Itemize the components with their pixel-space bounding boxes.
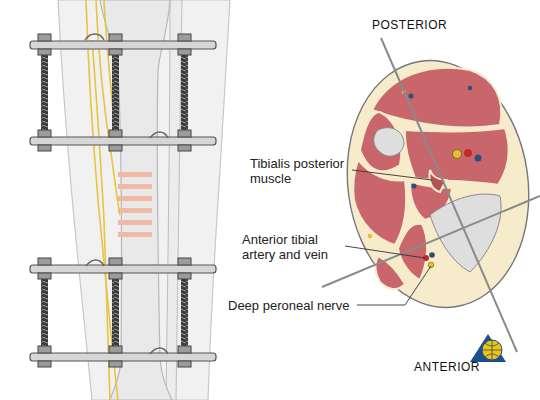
cross-section xyxy=(332,49,540,320)
threaded-rods xyxy=(41,48,188,358)
fibula xyxy=(166,0,182,400)
structure-label: Tibialis posterior muscle xyxy=(250,156,350,186)
fixator-rings xyxy=(30,41,216,361)
nuts xyxy=(38,34,191,367)
nerves xyxy=(86,0,120,400)
tibia xyxy=(100,0,172,400)
publisher-logo xyxy=(470,334,506,362)
structure-label: Anterior tibial artery and vein xyxy=(242,232,346,262)
transfixion-wires xyxy=(322,38,540,352)
orientation-label: ANTERIOR xyxy=(414,360,514,375)
fracture-zone xyxy=(118,172,152,237)
leg-outline xyxy=(58,0,230,400)
structure-label: Deep peroneal nerve xyxy=(228,298,363,313)
orientation-label: POSTERIOR xyxy=(372,18,492,33)
leader-lines xyxy=(345,170,432,305)
wire-clamps xyxy=(85,34,168,354)
